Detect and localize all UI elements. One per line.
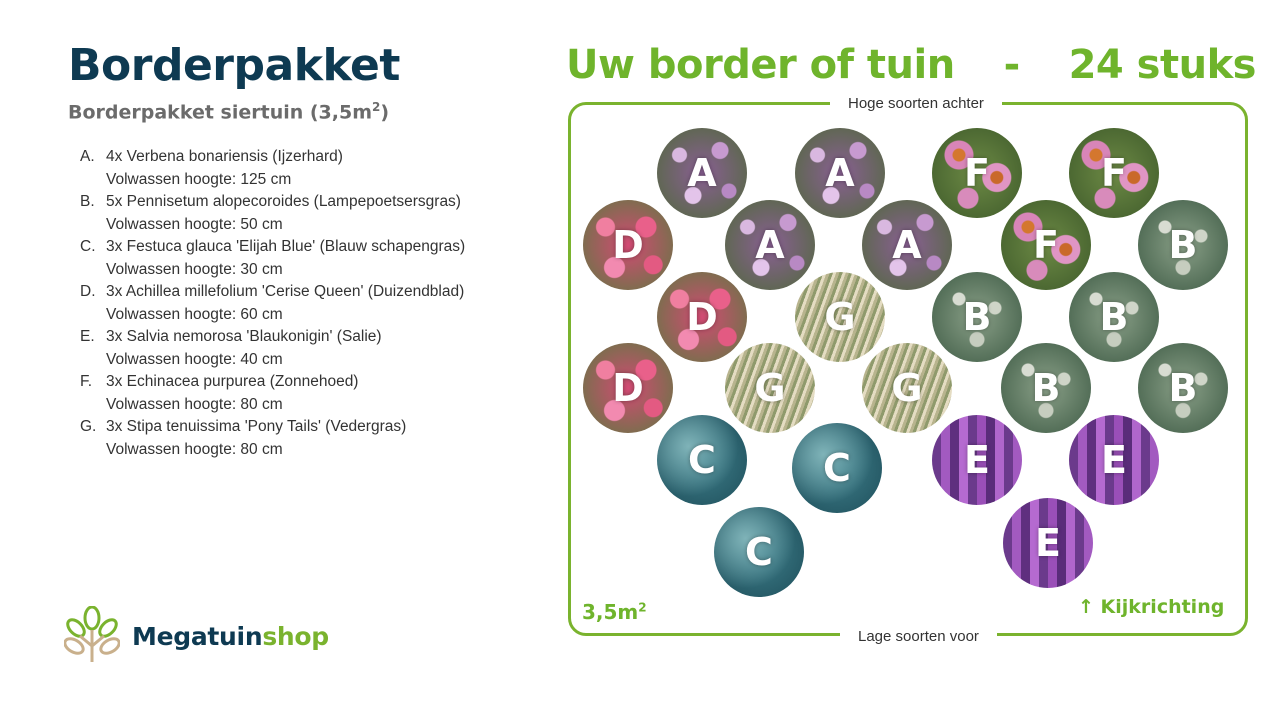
bed-bottom-label: Lage soorten voor bbox=[840, 628, 997, 645]
plant-circle-e: E bbox=[1003, 498, 1093, 588]
plant-circle-label: D bbox=[612, 223, 644, 267]
arrow-up-icon: ↑ bbox=[1078, 596, 1094, 618]
bed-heading-count: 24 stuks bbox=[1068, 42, 1257, 88]
plant-circle-c: C bbox=[714, 507, 804, 597]
subtitle-end: ) bbox=[380, 101, 390, 124]
plant-circle-label: F bbox=[1101, 151, 1127, 195]
plant-circle-label: C bbox=[823, 446, 851, 490]
plant-circle-b: B bbox=[1138, 343, 1228, 433]
plant-circle-a: A bbox=[657, 128, 747, 218]
bed-top-label: Hoge soorten achter bbox=[830, 95, 1002, 112]
plant-circle-label: A bbox=[687, 151, 717, 195]
plant-circle-f: F bbox=[1069, 128, 1159, 218]
plant-circle-g: G bbox=[795, 272, 885, 362]
plant-circle-label: G bbox=[824, 295, 856, 339]
plant-list-item: F. 3x Echinacea purpurea (Zonnehoed) Volwa… bbox=[80, 371, 465, 416]
subtitle-superscript: 2 bbox=[372, 100, 381, 114]
plant-circle-label: A bbox=[755, 223, 785, 267]
plant-height: Volwassen hoogte: 40 cm bbox=[106, 350, 283, 368]
plant-circle-label: A bbox=[892, 223, 922, 267]
bed-heading: Uw border of tuin - 24 stuks bbox=[566, 42, 1256, 88]
plant-list-item: A. 4x Verbena bonariensis (Ijzerhard) Volw… bbox=[80, 146, 465, 191]
page-subtitle: Borderpakket siertuin (3,5m2) bbox=[68, 100, 389, 123]
list-letter: F. bbox=[80, 373, 93, 390]
plant-name: 3x Echinacea purpurea (Zonnehoed) bbox=[106, 373, 359, 390]
plant-circle-label: C bbox=[745, 530, 773, 574]
plant-circle-label: G bbox=[754, 366, 786, 410]
plant-circle-a: A bbox=[862, 200, 952, 290]
plant-circle-b: B bbox=[1069, 272, 1159, 362]
plant-circle-label: E bbox=[1035, 521, 1061, 565]
plant-circle-f: F bbox=[1001, 200, 1091, 290]
plant-circle-d: D bbox=[583, 343, 673, 433]
viewing-direction-label: Kijkrichting bbox=[1100, 596, 1225, 618]
bed-area: 3,5m2 bbox=[582, 600, 647, 624]
list-letter: E. bbox=[80, 328, 95, 345]
list-letter: G. bbox=[80, 418, 97, 435]
plant-list-item: B. 5x Pennisetum alopecoroides (Lampepoet… bbox=[80, 191, 465, 236]
list-letter: A. bbox=[80, 148, 95, 165]
viewing-direction: ↑ Kijkrichting bbox=[1078, 596, 1224, 618]
page-title: Borderpakket bbox=[68, 40, 400, 91]
plant-circle-f: F bbox=[932, 128, 1022, 218]
plant-circle-c: C bbox=[657, 415, 747, 505]
list-letter: C. bbox=[80, 238, 96, 255]
subtitle-text: Borderpakket siertuin (3,5m bbox=[68, 101, 373, 124]
plant-circle-b: B bbox=[1001, 343, 1091, 433]
plant-list-item: D. 3x Achillea millefolium 'Cerise Queen'… bbox=[80, 281, 465, 326]
bed-heading-separator: - bbox=[1003, 42, 1021, 88]
plant-circle-label: G bbox=[891, 366, 923, 410]
plant-name: 3x Stipa tenuissima 'Pony Tails' (Vederg… bbox=[106, 418, 407, 435]
plant-circle-g: G bbox=[862, 343, 952, 433]
plant-name: 5x Pennisetum alopecoroides (Lampepoetse… bbox=[106, 193, 461, 210]
logo-text: Megatuinshop bbox=[132, 622, 329, 651]
plant-list-item: G. 3x Stipa tenuissima 'Pony Tails' (Vede… bbox=[80, 416, 465, 461]
plant-circle-label: F bbox=[964, 151, 990, 195]
plant-circle-label: B bbox=[1031, 366, 1061, 410]
plant-height: Volwassen hoogte: 125 cm bbox=[106, 170, 292, 188]
plant-circle-e: E bbox=[932, 415, 1022, 505]
plant-circle-a: A bbox=[795, 128, 885, 218]
plant-height: Volwassen hoogte: 60 cm bbox=[106, 305, 283, 323]
plant-list-item: C. 3x Festuca glauca 'Elijah Blue' (Blauw… bbox=[80, 236, 465, 281]
plant-circle-d: D bbox=[583, 200, 673, 290]
plant-height: Volwassen hoogte: 30 cm bbox=[106, 260, 283, 278]
plant-circle-label: A bbox=[825, 151, 855, 195]
plant-height: Volwassen hoogte: 80 cm bbox=[106, 395, 283, 413]
plant-list: A. 4x Verbena bonariensis (Ijzerhard) Volw… bbox=[80, 146, 465, 461]
plant-circle-b: B bbox=[1138, 200, 1228, 290]
plant-circle-label: F bbox=[1033, 223, 1059, 267]
plant-circle-label: E bbox=[1101, 438, 1127, 482]
logo-text-shop: shop bbox=[262, 621, 329, 651]
plant-list-item: E. 3x Salvia nemorosa 'Blaukonigin' (Sali… bbox=[80, 326, 465, 371]
bed-area-superscript: 2 bbox=[638, 600, 647, 615]
plant-circle-label: D bbox=[612, 366, 644, 410]
list-letter: D. bbox=[80, 283, 96, 300]
bed-heading-left: Uw border of tuin bbox=[566, 42, 955, 88]
leaf-logo-icon bbox=[64, 606, 120, 662]
plant-circle-label: E bbox=[964, 438, 990, 482]
plant-circle-a: A bbox=[725, 200, 815, 290]
plant-name: 4x Verbena bonariensis (Ijzerhard) bbox=[106, 148, 343, 165]
plant-circle-b: B bbox=[932, 272, 1022, 362]
plant-circle-label: B bbox=[1099, 295, 1129, 339]
logo: Megatuinshop bbox=[64, 606, 329, 666]
plant-circle-label: C bbox=[688, 438, 716, 482]
list-letter: B. bbox=[80, 193, 95, 210]
plant-height: Volwassen hoogte: 80 cm bbox=[106, 440, 283, 458]
plant-name: 3x Achillea millefolium 'Cerise Queen' (… bbox=[106, 283, 465, 300]
plant-name: 3x Salvia nemorosa 'Blaukonigin' (Salie) bbox=[106, 328, 382, 345]
plant-circle-label: B bbox=[1168, 223, 1198, 267]
plant-circle-c: C bbox=[792, 423, 882, 513]
plant-height: Volwassen hoogte: 50 cm bbox=[106, 215, 283, 233]
plant-name: 3x Festuca glauca 'Elijah Blue' (Blauw s… bbox=[106, 238, 466, 255]
plant-circle-g: G bbox=[725, 343, 815, 433]
logo-text-mega: Megatuin bbox=[132, 621, 263, 651]
plant-circle-label: D bbox=[686, 295, 718, 339]
bed-area-value: 3,5m bbox=[582, 600, 639, 624]
plant-circle-d: D bbox=[657, 272, 747, 362]
plant-circle-label: B bbox=[962, 295, 992, 339]
plant-circle-e: E bbox=[1069, 415, 1159, 505]
plant-circle-label: B bbox=[1168, 366, 1198, 410]
